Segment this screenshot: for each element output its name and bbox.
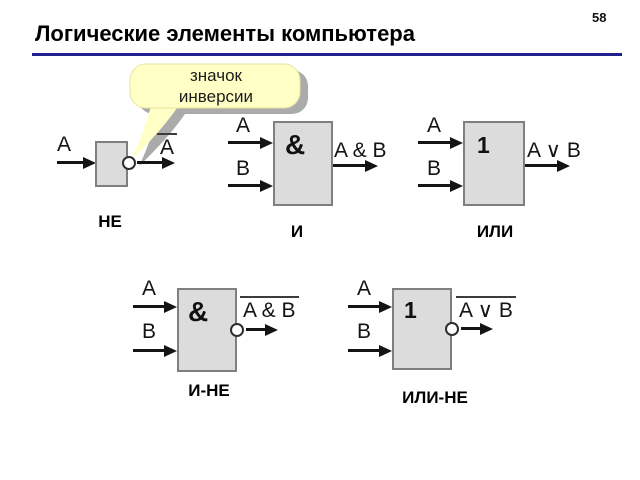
nand-inversion-circle bbox=[230, 323, 244, 337]
nor-input-a-label: A bbox=[357, 277, 372, 300]
callout-bubble-shape bbox=[129, 63, 308, 166]
nor-inversion-circle bbox=[445, 322, 459, 336]
nor-input-b-label: B bbox=[357, 320, 372, 343]
nor-output-arrow bbox=[461, 322, 493, 335]
or-input-a-arrow bbox=[418, 136, 463, 149]
nor-gate-name: ИЛИ-НЕ bbox=[402, 388, 468, 407]
and-input-a-arrow bbox=[228, 136, 273, 149]
nand-gate-name: И-НЕ bbox=[188, 381, 230, 400]
nand-gate-symbol: & bbox=[188, 296, 209, 327]
nor-gate-box bbox=[392, 288, 452, 370]
nand-input-b-arrow bbox=[133, 344, 177, 357]
or-output-label: A ∨ B bbox=[527, 139, 581, 162]
not-input-arrow bbox=[57, 156, 96, 169]
and-input-b-label: B bbox=[236, 157, 251, 180]
and-gate-box bbox=[273, 121, 333, 206]
and-input-b-arrow bbox=[228, 179, 273, 192]
nor-gate-symbol: 1 bbox=[404, 297, 417, 323]
nand-output-arrow bbox=[246, 323, 278, 336]
not-output-negated-text: A bbox=[157, 133, 178, 159]
nand-output-label: A & B bbox=[240, 296, 299, 322]
title-underline bbox=[32, 53, 622, 56]
and-gate-name: И bbox=[290, 222, 304, 241]
and-gate-symbol: & bbox=[285, 129, 306, 160]
nand-output-negated-text: A & B bbox=[240, 296, 299, 322]
or-gate-box bbox=[463, 121, 525, 206]
not-output-label: A bbox=[157, 133, 178, 159]
or-output-arrow bbox=[525, 159, 570, 172]
nand-gate-box bbox=[177, 288, 237, 372]
nor-input-a-arrow bbox=[348, 300, 392, 313]
or-input-a-label: A bbox=[427, 114, 442, 137]
nor-output-label: A ∨ B bbox=[456, 296, 516, 322]
and-input-a-label: A bbox=[236, 114, 251, 137]
and-output-label: A & B bbox=[334, 139, 387, 162]
nand-input-b-label: B bbox=[142, 320, 157, 343]
nor-input-b-arrow bbox=[348, 344, 392, 357]
not-inversion-circle bbox=[122, 156, 136, 170]
or-input-b-arrow bbox=[418, 179, 463, 192]
nand-input-a-arrow bbox=[133, 300, 177, 313]
not-input-a-label: A bbox=[57, 133, 72, 156]
nor-output-negated-text: A ∨ B bbox=[456, 296, 516, 322]
callout-tail bbox=[131, 100, 181, 160]
page-title: Логические элементы компьютера bbox=[35, 21, 415, 46]
nand-input-a-label: A bbox=[142, 277, 157, 300]
and-output-arrow bbox=[333, 159, 378, 172]
not-gate-name: НЕ bbox=[98, 212, 122, 231]
or-gate-name: ИЛИ bbox=[476, 222, 514, 241]
page-number: 58 bbox=[592, 10, 607, 25]
callout-text-line2: инверсии bbox=[178, 87, 254, 106]
or-input-b-label: B bbox=[427, 157, 442, 180]
callout-body bbox=[129, 63, 301, 109]
or-gate-symbol: 1 bbox=[477, 132, 490, 158]
not-output-arrow bbox=[137, 156, 175, 169]
callout-text-line1: значок bbox=[189, 66, 242, 85]
